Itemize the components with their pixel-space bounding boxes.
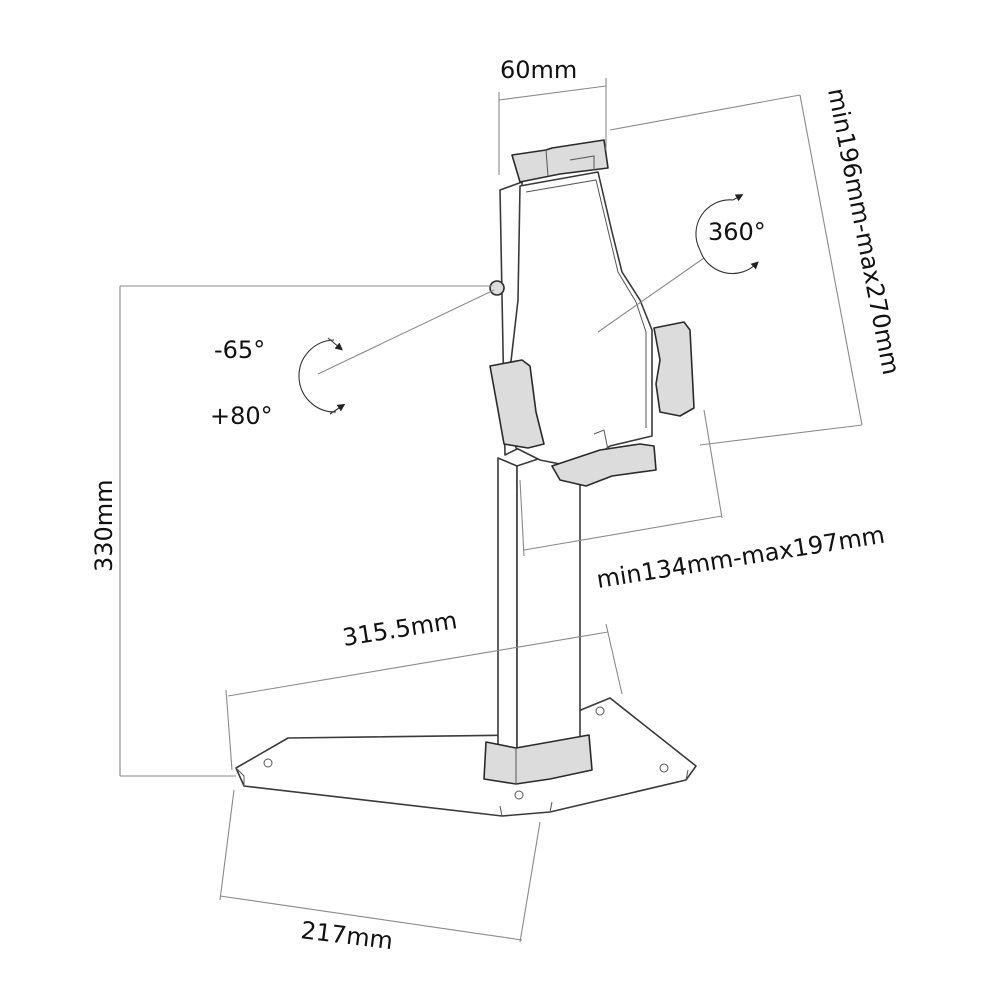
total-height-label: 330mm bbox=[90, 479, 118, 572]
rotation-label: 360° bbox=[708, 218, 766, 246]
holder-width-label: min134mm-max197mm bbox=[595, 521, 887, 594]
base-depth-label: 315.5mm bbox=[341, 606, 459, 652]
top-width-label: 60mm bbox=[500, 56, 577, 84]
tablet-holder bbox=[489, 139, 695, 487]
rotation-360-icon bbox=[695, 194, 759, 275]
tilt-back-label: -65° bbox=[214, 336, 265, 364]
holder-height-label: min196mm-max270mm bbox=[822, 86, 905, 377]
base-plate bbox=[235, 697, 697, 817]
tilt-forward-label: +80° bbox=[210, 402, 273, 430]
dimension-lines bbox=[119, 78, 863, 943]
tilt-icon bbox=[298, 337, 346, 415]
column bbox=[483, 444, 593, 785]
base-width-label: 217mm bbox=[299, 916, 394, 955]
